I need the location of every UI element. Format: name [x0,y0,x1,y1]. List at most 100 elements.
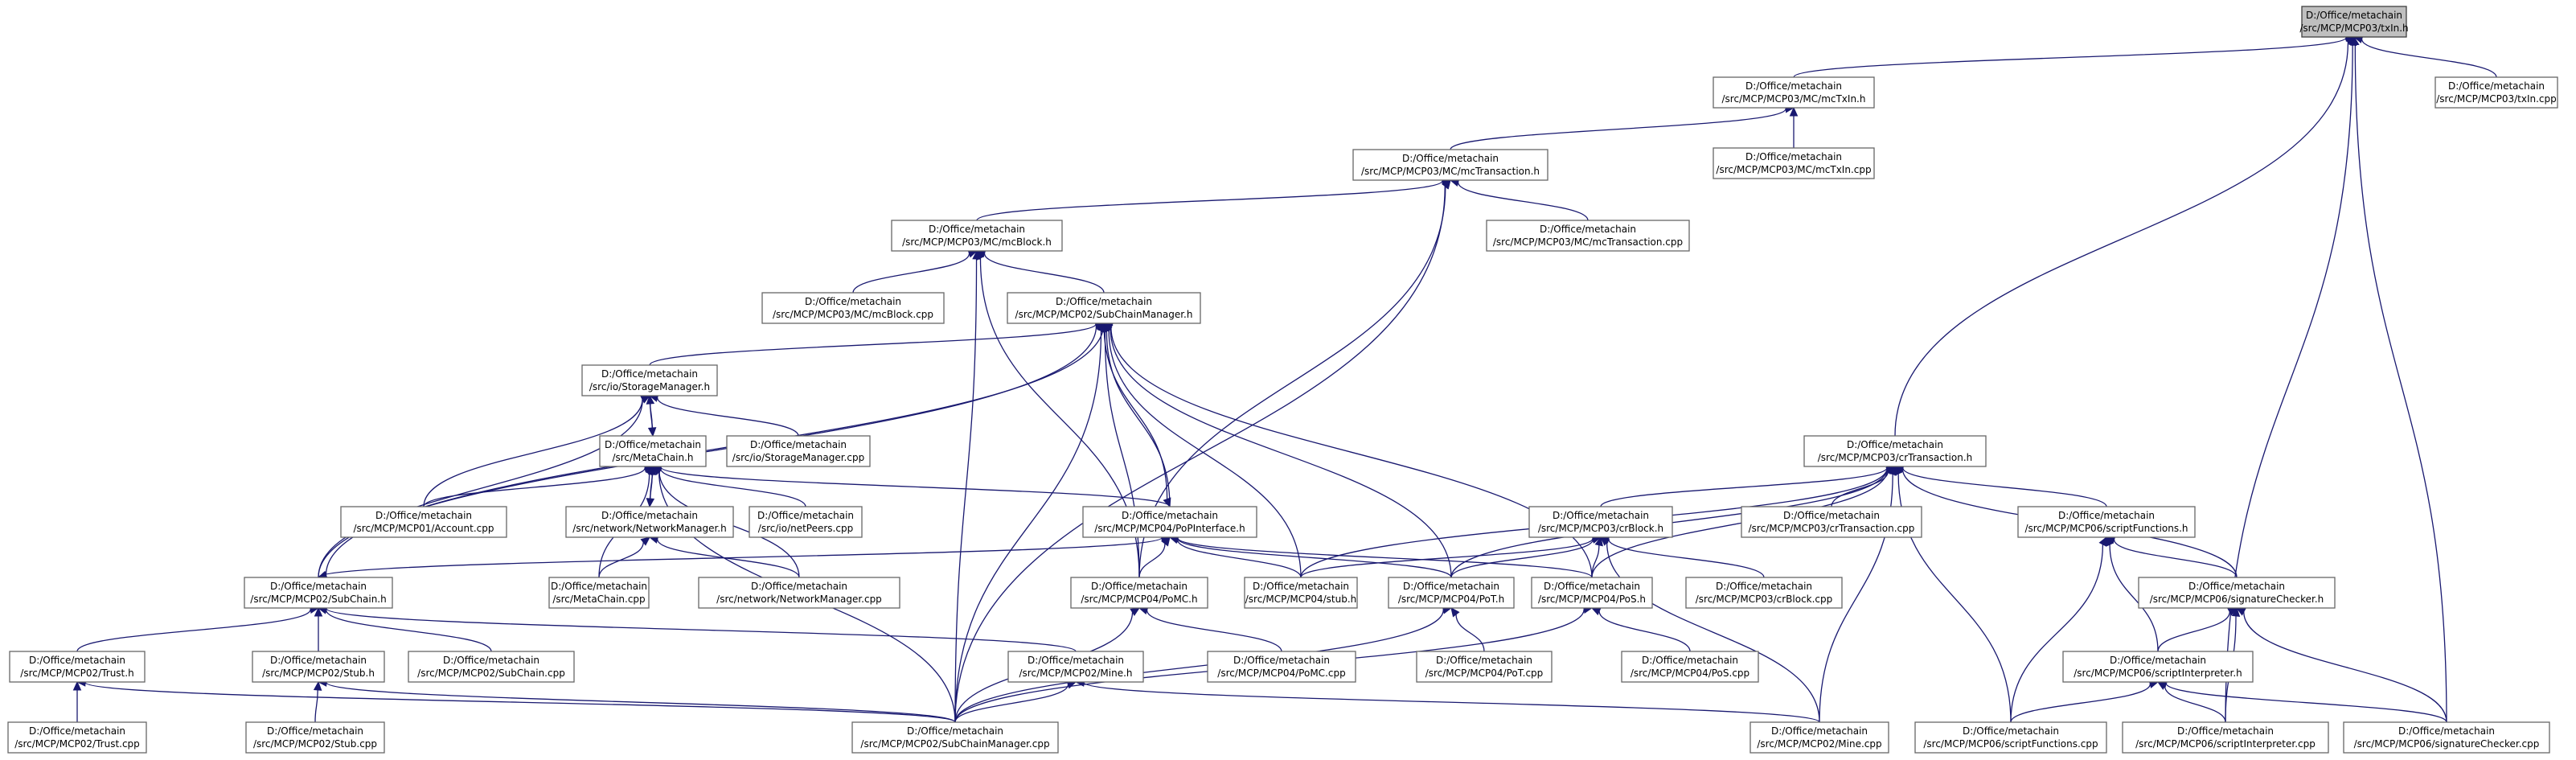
node-po-mc-h[interactable]: D:/Office/metachain/src/MCP/MCP04/PoMC.h [1070,577,1208,609]
node-sub-chain-manager-h[interactable]: D:/Office/metachain/src/MCP/MCP02/SubCha… [1007,292,1201,324]
node-script-interpreter-h[interactable]: D:/Office/metachain/src/MCP/MCP06/script… [2062,651,2254,683]
node-account-cpp[interactable]: D:/Office/metachain/src/MCP/MCP01/Accoun… [340,506,507,538]
node-tx-in-h[interactable]: D:/Office/metachain/src/MCP/MCP03/txIn.h [2299,6,2409,38]
node-po-pinterface-h[interactable]: D:/Office/metachain/src/MCP/MCP04/PoPInt… [1082,506,1257,538]
node-mc-transaction-h[interactable]: D:/Office/metachain/src/MCP/MCP03/MC/mcT… [1352,149,1548,181]
node-label-line1: D:/Office/metachain [1028,655,1124,666]
edge-arrowhead [1594,536,1603,547]
node-label-line2: /src/MCP/MCP03/crTransaction.cpp [1749,523,1915,534]
edge-arrowhead [1130,607,1141,617]
node-cr-block-cpp[interactable]: D:/Office/metachain/src/MCP/MCP03/crBloc… [1685,577,1843,609]
node-meta-chain-cpp[interactable]: D:/Office/metachain/src/MetaChain.cpp [548,577,650,609]
node-stub-h[interactable]: D:/Office/metachain/src/MCP/MCP04/stub.h [1244,577,1358,609]
edge-arrowhead [640,536,650,546]
node-box [1352,149,1548,181]
node-mc-tx-in-cpp[interactable]: D:/Office/metachain/src/MCP/MCP03/MC/mcT… [1713,147,1875,179]
node-mc-block-cpp[interactable]: D:/Office/metachain/src/MCP/MCP03/MC/mcB… [761,292,945,324]
node-label-line1: D:/Office/metachain [1716,581,1812,592]
edge-sub-chain-manager-cpp-to-mc-block-h [954,258,978,723]
node-cr-block-h[interactable]: D:/Office/metachain/src/MCP/MCP03/crBloc… [1528,506,1673,538]
edge-arrowhead [1450,607,1460,618]
node-network-manager-cpp[interactable]: D:/Office/metachain/src/network/NetworkM… [698,577,900,609]
node-box [1803,435,1987,467]
node-trust-cpp[interactable]: D:/Office/metachain/src/MCP/MCP02/Trust.… [7,721,147,754]
node-mc-transaction-cpp[interactable]: D:/Office/metachain/src/MCP/MCP03/MC/mcT… [1486,220,1690,252]
node-stub-cpp[interactable]: D:/Office/metachain/src/MCP/MCP02/Stub.c… [245,721,385,754]
edge-arrowhead [1442,179,1451,190]
node-meta-chain-h[interactable]: D:/Office/metachain/src/MetaChain.h [599,435,707,467]
node-network-manager-h[interactable]: D:/Office/metachain/src/network/NetworkM… [565,506,734,538]
node-sub-chain-h[interactable]: D:/Office/metachain/src/MCP/MCP02/SubCha… [244,577,393,609]
node-tx-in-cpp[interactable]: D:/Office/metachain/src/MCP/MCP03/txIn.c… [2434,76,2558,109]
node-box [1207,651,1356,683]
node-label-line2: /src/MCP/MCP06/signatureChecker.cpp [2354,738,2540,750]
edge-po-mc-h-to-po-pinterface-h [1138,543,1166,578]
edge-script-functions-cpp-to-script-interpreter-h [2010,684,2151,723]
node-label-line1: D:/Office/metachain [551,581,647,592]
node-box [244,577,393,609]
node-label-line2: /src/MCP/MCP06/scriptFunctions.cpp [1923,738,2098,750]
node-po-mc-cpp[interactable]: D:/Office/metachain/src/MCP/MCP04/PoMC.c… [1207,651,1356,683]
edge-mine-cpp-to-mine-h [1083,681,1820,723]
node-mine-cpp[interactable]: D:/Office/metachain/src/MCP/MCP02/Mine.c… [1749,721,1889,754]
node-po-s-cpp[interactable]: D:/Office/metachain/src/MCP/MCP04/PoS.cp… [1621,651,1759,683]
node-label-line1: D:/Office/metachain [751,581,847,592]
node-signature-checker-cpp[interactable]: D:/Office/metachain/src/MCP/MCP06/signat… [2343,721,2550,754]
edge-mc-transaction-h-to-mc-tx-in-h [1450,108,1786,150]
edge-mc-block-cpp-to-mc-block-h [852,253,970,294]
node-box [252,651,385,683]
edge-trust-h-to-sub-chain-h [76,609,311,652]
node-signature-checker-h[interactable]: D:/Office/metachain/src/MCP/MCP06/signat… [2138,577,2336,609]
node-po-t-h[interactable]: D:/Office/metachain/src/MCP/MCP04/PoT.h [1388,577,1515,609]
node-label-line2: /src/MCP/MCP03/txIn.cpp [2436,93,2557,105]
node-cr-transaction-h[interactable]: D:/Office/metachain/src/MCP/MCP03/crTran… [1803,435,1987,467]
node-box [1621,651,1759,683]
node-sub-chain-cpp[interactable]: D:/Office/metachain/src/MCP/MCP02/SubCha… [408,651,575,683]
edge-storage-manager-h-to-sub-chain-manager-h [649,323,1097,366]
node-po-t-cpp[interactable]: D:/Office/metachain/src/MCP/MCP04/PoT.cp… [1416,651,1553,683]
node-sub-chain-manager-cpp[interactable]: D:/Office/metachain/src/MCP/MCP02/SubCha… [851,721,1059,754]
edge-sub-chain-h-to-storage-manager-h [318,399,643,578]
edge-po-pinterface-h-to-sub-chain-manager-h [1105,331,1171,507]
node-label-line2: /src/io/StorageManager.cpp [732,452,864,463]
edge-cr-block-h-to-cr-transaction-h [1600,467,1888,507]
node-label-line2: /src/MCP/MCP04/PoS.h [1538,594,1646,605]
edge-po-t-h-to-po-pinterface-h [1177,538,1452,578]
node-mine-h[interactable]: D:/Office/metachain/src/MCP/MCP02/Mine.h [1007,651,1144,683]
node-label-line1: D:/Office/metachain [2110,655,2206,666]
node-label-line2: /src/MCP/MCP04/PoPInterface.h [1094,523,1245,534]
node-mc-tx-in-h[interactable]: D:/Office/metachain/src/MCP/MCP03/MC/mcT… [1713,76,1875,109]
node-trust-h[interactable]: D:/Office/metachain/src/MCP/MCP02/Trust.… [9,651,146,683]
edge-stub-cpp-to-stub-h [314,689,318,723]
edge-account-cpp-to-storage-manager-h [423,399,643,507]
node-label-line2: /src/MCP/MCP04/PoMC.h [1081,594,1197,605]
node-label-line2: /src/MCP/MCP03/MC/mcBlock.cpp [773,309,933,320]
node-box [761,292,945,324]
edge-sub-chain-manager-cpp-to-mine-h [954,684,1069,723]
node-po-s-h[interactable]: D:/Office/metachain/src/MCP/MCP04/PoS.h [1531,577,1653,609]
edge-po-mc-h-to-mc-transaction-h [1138,186,1446,578]
node-label-line2: /src/MCP/MCP01/Account.cpp [354,523,494,534]
edge-script-functions-cpp-to-script-functions-h [2010,544,2104,723]
node-box [2434,76,2558,109]
edge-stub-h-to-po-pinterface-h [1176,539,1302,578]
edge-sub-chain-manager-cpp-to-sub-chain-manager-h [954,331,1102,723]
node-label-line2: /src/MCP/MCP04/PoMC.cpp [1217,668,1345,679]
node-box [698,577,900,609]
node-label-line2: /src/MCP/MCP02/Stub.h [262,668,375,679]
node-script-functions-h[interactable]: D:/Office/metachain/src/MCP/MCP06/script… [2017,506,2196,538]
node-label-line1: D:/Office/metachain [1745,151,1842,162]
node-label-line2: /src/MCP/MCP02/Trust.cpp [14,738,140,750]
node-script-functions-cpp[interactable]: D:/Office/metachain/src/MCP/MCP06/script… [1914,721,2107,754]
node-label-line2: /src/MetaChain.cpp [552,594,645,605]
edge-arrowhead [1894,465,1903,476]
node-net-peers-cpp[interactable]: D:/Office/metachain/src/io/netPeers.cpp [749,506,863,538]
edge-mc-block-h-to-mc-transaction-h [976,180,1443,221]
node-cr-transaction-cpp[interactable]: D:/Office/metachain/src/MCP/MCP03/crTran… [1741,506,1922,538]
edge-tx-in-cpp-to-tx-in-h [2361,39,2497,78]
node-stub-h[interactable]: D:/Office/metachain/src/MCP/MCP02/Stub.h [252,651,385,683]
node-storage-manager-cpp[interactable]: D:/Office/metachain/src/io/StorageManage… [726,435,871,467]
node-mc-block-h[interactable]: D:/Office/metachain/src/MCP/MCP03/MC/mcB… [891,220,1063,252]
node-script-interpreter-cpp[interactable]: D:/Office/metachain/src/MCP/MCP06/script… [2122,721,2329,754]
node-storage-manager-h[interactable]: D:/Office/metachain/src/io/StorageManage… [581,364,718,396]
